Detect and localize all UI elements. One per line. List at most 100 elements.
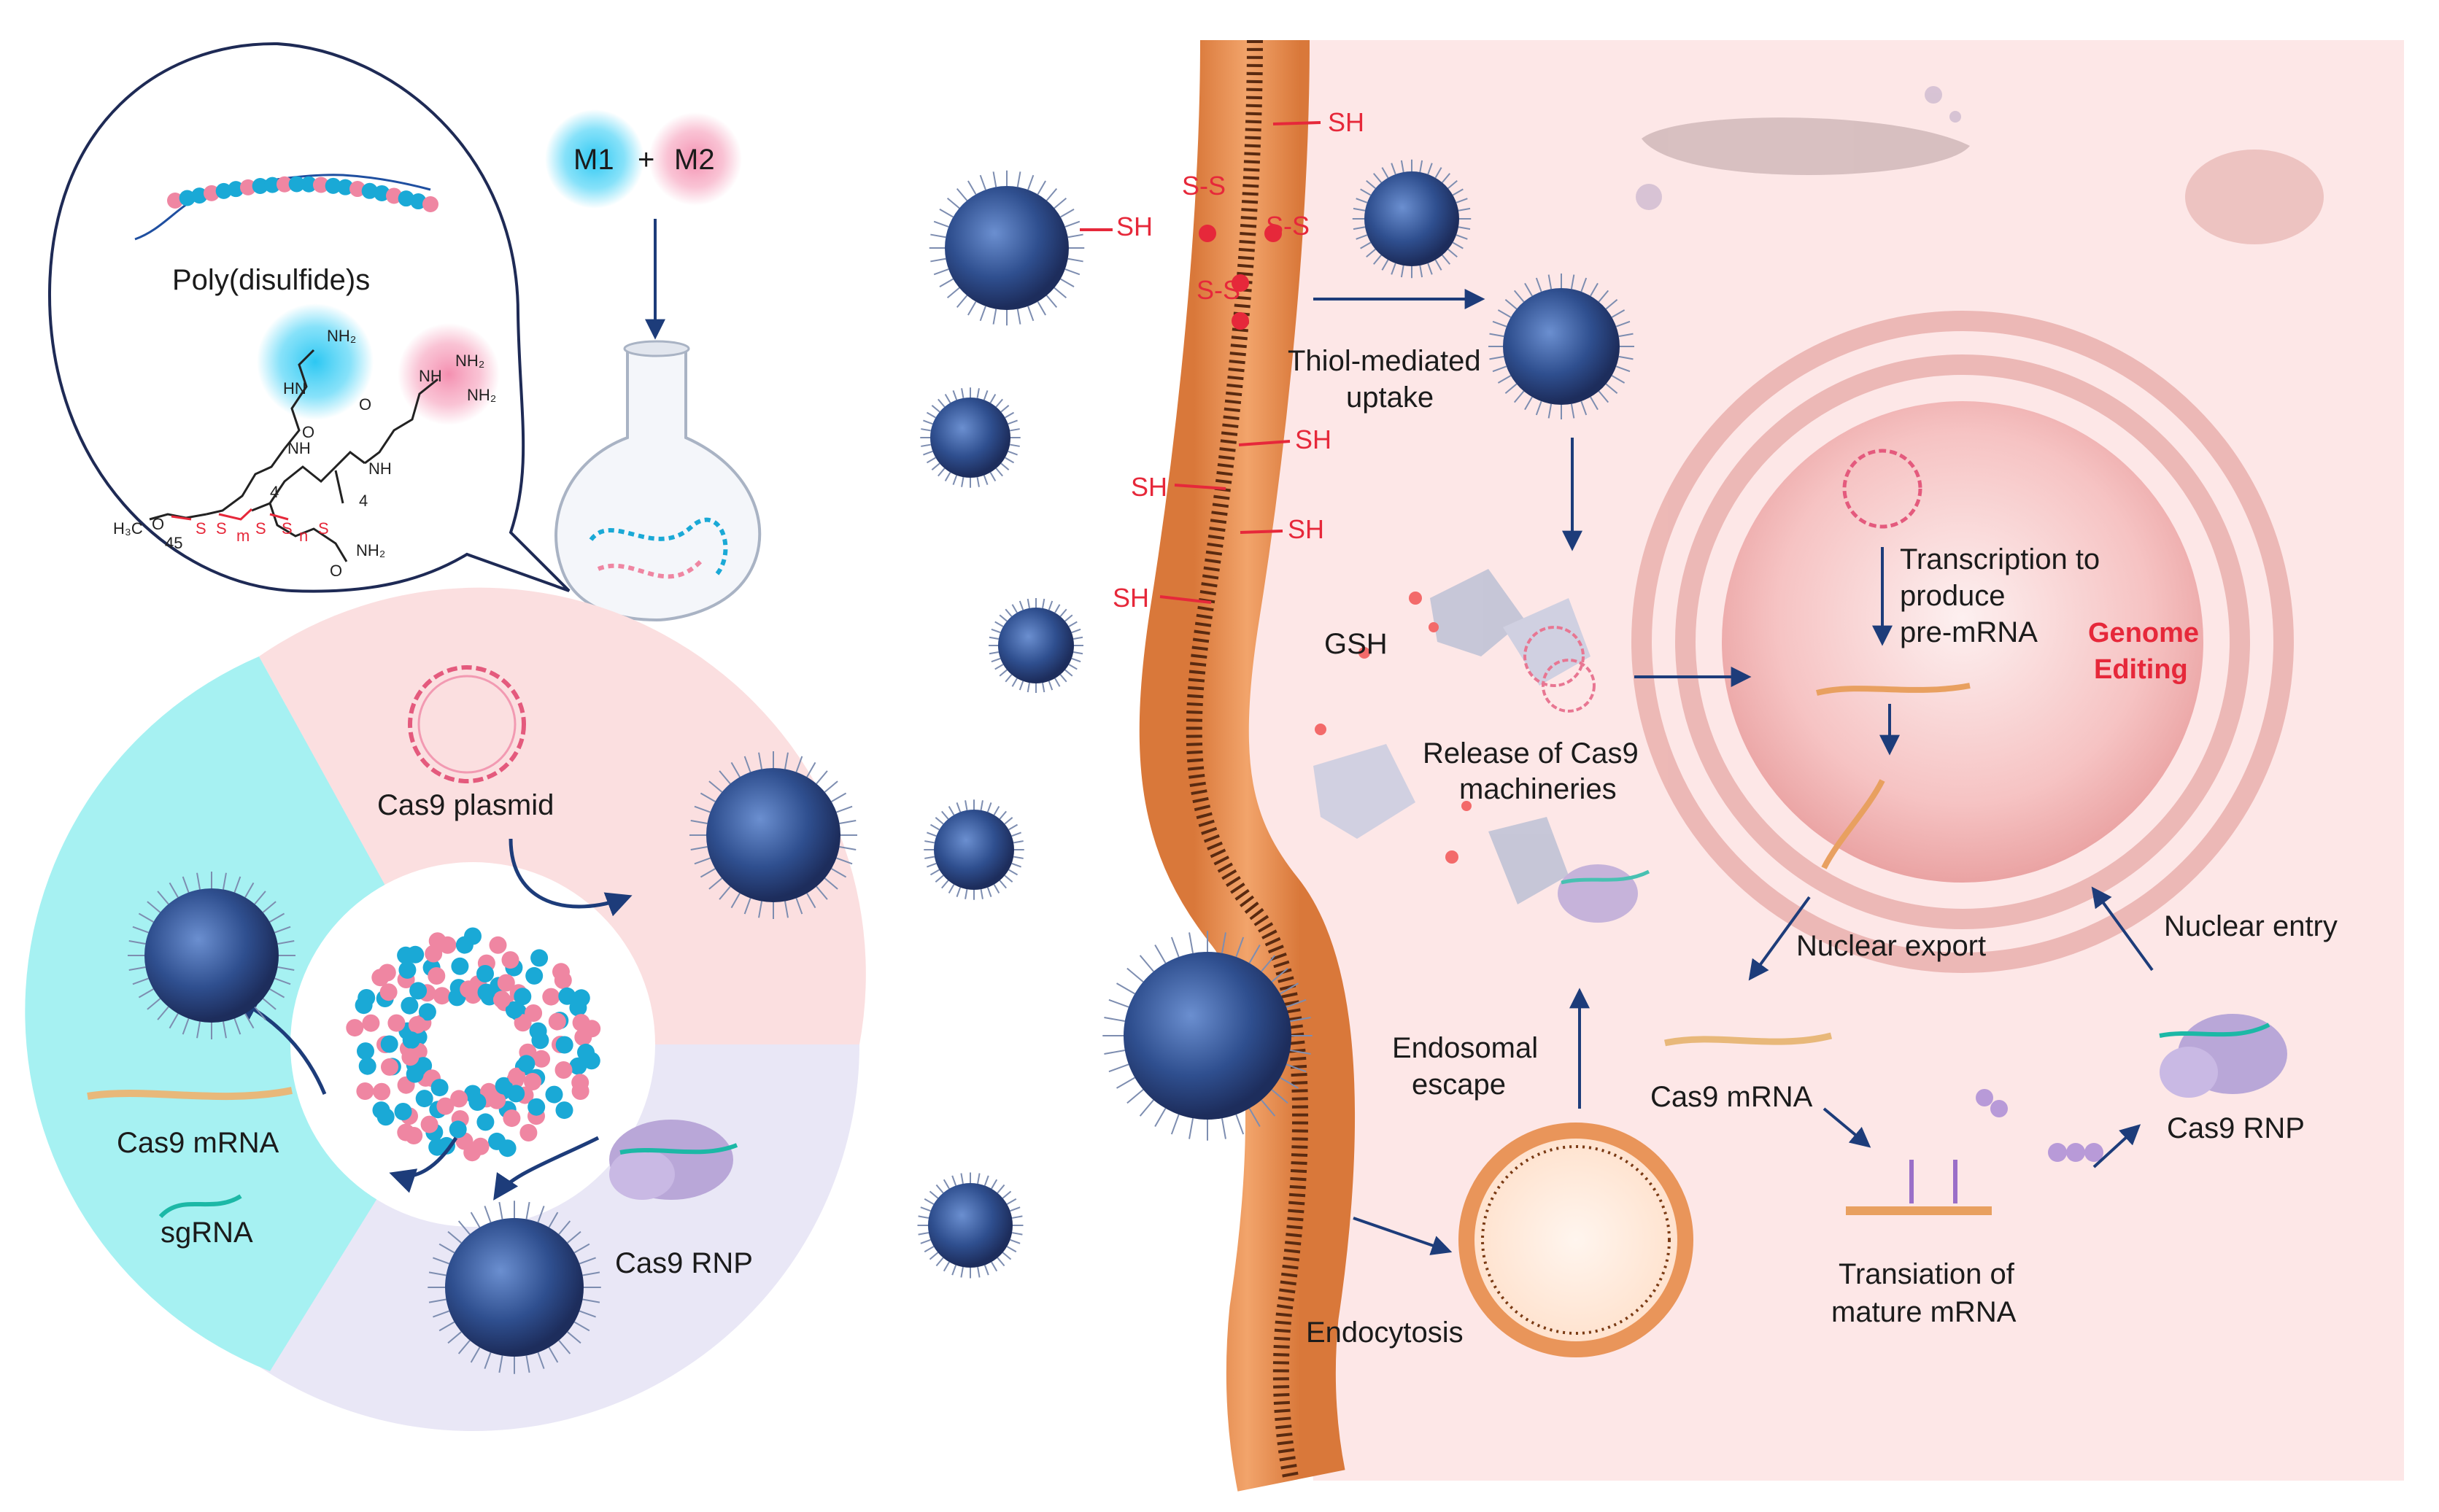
tangle-bead bbox=[477, 983, 495, 1001]
tangle-bead bbox=[548, 1012, 566, 1031]
tangle-bead bbox=[420, 1115, 438, 1133]
tangle-bead bbox=[402, 1031, 420, 1050]
chem-nh2-a: NH₂ bbox=[327, 327, 356, 345]
tangle-bead bbox=[362, 1014, 380, 1032]
ribosome-icon bbox=[1846, 1089, 2103, 1215]
polymer-label: Poly(disulfide)s bbox=[172, 264, 370, 296]
tangle-bead bbox=[471, 1137, 490, 1155]
genome-editing-line2: Editing bbox=[2094, 654, 2188, 685]
tangle-bead bbox=[569, 1057, 587, 1075]
cell-membrane bbox=[1139, 39, 1356, 1492]
polymer-bead bbox=[325, 177, 341, 194]
plasmid-icon-inner bbox=[417, 675, 517, 774]
tangle-bead bbox=[460, 980, 478, 999]
tangle-bead bbox=[376, 1108, 395, 1126]
chem-hn-a: HN bbox=[283, 379, 306, 398]
cytoplasm-mrna-label: Cas9 mRNA bbox=[1650, 1081, 1813, 1113]
nanoparticle bbox=[924, 799, 1024, 900]
cargo-sgrna-label: sgRNA bbox=[161, 1217, 253, 1249]
nanoparticle bbox=[1488, 274, 1634, 419]
tangle-bead bbox=[488, 1091, 506, 1109]
endoplasmic-reticulum bbox=[1631, 311, 2294, 973]
polymer-bead bbox=[386, 187, 402, 204]
polymer-bead bbox=[313, 177, 329, 193]
tangle-bead bbox=[552, 963, 570, 981]
rnp-icon-left bbox=[609, 1120, 738, 1200]
tangle-bead bbox=[577, 1043, 595, 1061]
tangle-bead bbox=[527, 1098, 546, 1116]
tangle-bead bbox=[373, 1082, 391, 1101]
polymer-bead bbox=[349, 181, 366, 198]
disulfide-bonds bbox=[171, 508, 289, 521]
sh-label-5: SH bbox=[1113, 583, 1149, 613]
release-debris bbox=[1313, 569, 1650, 923]
cargo-rnp-label: Cas9 RNP bbox=[615, 1247, 753, 1279]
monomer2-label: M2 bbox=[674, 144, 715, 176]
tangle-bead bbox=[555, 1036, 573, 1054]
tangle-bead bbox=[492, 990, 511, 1009]
nuclear-export-label: Nuclear export bbox=[1796, 930, 1986, 962]
polymer-bead bbox=[228, 181, 244, 198]
cytoplasm-mrna-icon bbox=[1664, 1032, 1833, 1047]
tangle-bead bbox=[436, 1097, 455, 1115]
tangle-bead bbox=[572, 989, 590, 1007]
sh-label-1: SH bbox=[1328, 107, 1364, 137]
chem-nh2-guan: NH₂ bbox=[455, 352, 484, 370]
chem-s2: S bbox=[216, 519, 227, 538]
polymer-bead bbox=[337, 179, 354, 195]
amine-glow bbox=[257, 303, 374, 420]
tangle-bead bbox=[519, 1124, 538, 1141]
gsh-dots bbox=[1315, 592, 1472, 864]
thiol-ligands bbox=[1080, 121, 1321, 604]
endosomal-escape-line2: escape bbox=[1412, 1069, 1506, 1101]
chem-amide-nh2: NH₂ bbox=[356, 541, 385, 559]
polymer-bead bbox=[361, 182, 378, 199]
tangle-bead bbox=[381, 1058, 398, 1076]
tangle-bead bbox=[476, 1113, 495, 1131]
tangle-bead bbox=[438, 1136, 455, 1155]
tangle-bead bbox=[505, 1001, 523, 1019]
chem-s1: S bbox=[196, 519, 206, 538]
chem-sub4-a: 4 bbox=[270, 483, 279, 501]
nanoparticle bbox=[1102, 931, 1313, 1141]
chem-nh-b: NH bbox=[287, 439, 311, 457]
translation-line2: mature mRNA bbox=[1831, 1296, 2017, 1328]
tangle-bead bbox=[387, 1014, 406, 1032]
cytoplasm-rnp-label: Cas9 RNP bbox=[2167, 1112, 2305, 1144]
pathway-arrows bbox=[1313, 289, 2154, 1255]
polymer-bead bbox=[191, 187, 208, 204]
ss-label-1: S-S bbox=[1182, 171, 1226, 201]
tangle-bead bbox=[476, 965, 494, 982]
tangle-bead bbox=[358, 1057, 376, 1075]
tangle-bead bbox=[531, 1031, 549, 1050]
nanoparticle bbox=[1352, 159, 1472, 279]
tangle-bead bbox=[455, 936, 474, 954]
tangle-bead bbox=[346, 1019, 364, 1037]
cargo-mrna-label: Cas9 mRNA bbox=[117, 1127, 279, 1159]
polymer-bead bbox=[167, 193, 183, 209]
gsh-label: GSH bbox=[1324, 628, 1388, 660]
tangle-bead bbox=[508, 1067, 526, 1085]
tangle-bead bbox=[524, 1073, 541, 1090]
tangle-bead bbox=[501, 951, 519, 969]
nanoparticle bbox=[428, 1201, 601, 1374]
tangle-bead bbox=[468, 1093, 487, 1111]
chem-s5: S bbox=[318, 519, 329, 538]
chem-sub45: 45 bbox=[165, 534, 182, 552]
tangle-bead bbox=[525, 1004, 543, 1022]
nucleus bbox=[1722, 401, 2203, 883]
disulfide-exchange-beads bbox=[1199, 225, 1282, 330]
tangle-bead bbox=[380, 1035, 398, 1053]
polymer-chain bbox=[134, 174, 438, 241]
guanidine-glow bbox=[398, 323, 500, 425]
nanoparticle bbox=[989, 598, 1083, 693]
mrna-icon bbox=[87, 1087, 293, 1101]
tangle-bead bbox=[497, 974, 515, 992]
genome-editing-line1: Genome bbox=[2088, 618, 2199, 648]
tangle-bead bbox=[355, 996, 373, 1015]
tangle-bead bbox=[451, 957, 469, 975]
tangle-bead bbox=[430, 1079, 449, 1097]
nuclear-entry-label: Nuclear entry bbox=[2164, 910, 2338, 942]
tangle-bead bbox=[572, 1014, 590, 1032]
sh-label-6: SH bbox=[1116, 212, 1153, 241]
